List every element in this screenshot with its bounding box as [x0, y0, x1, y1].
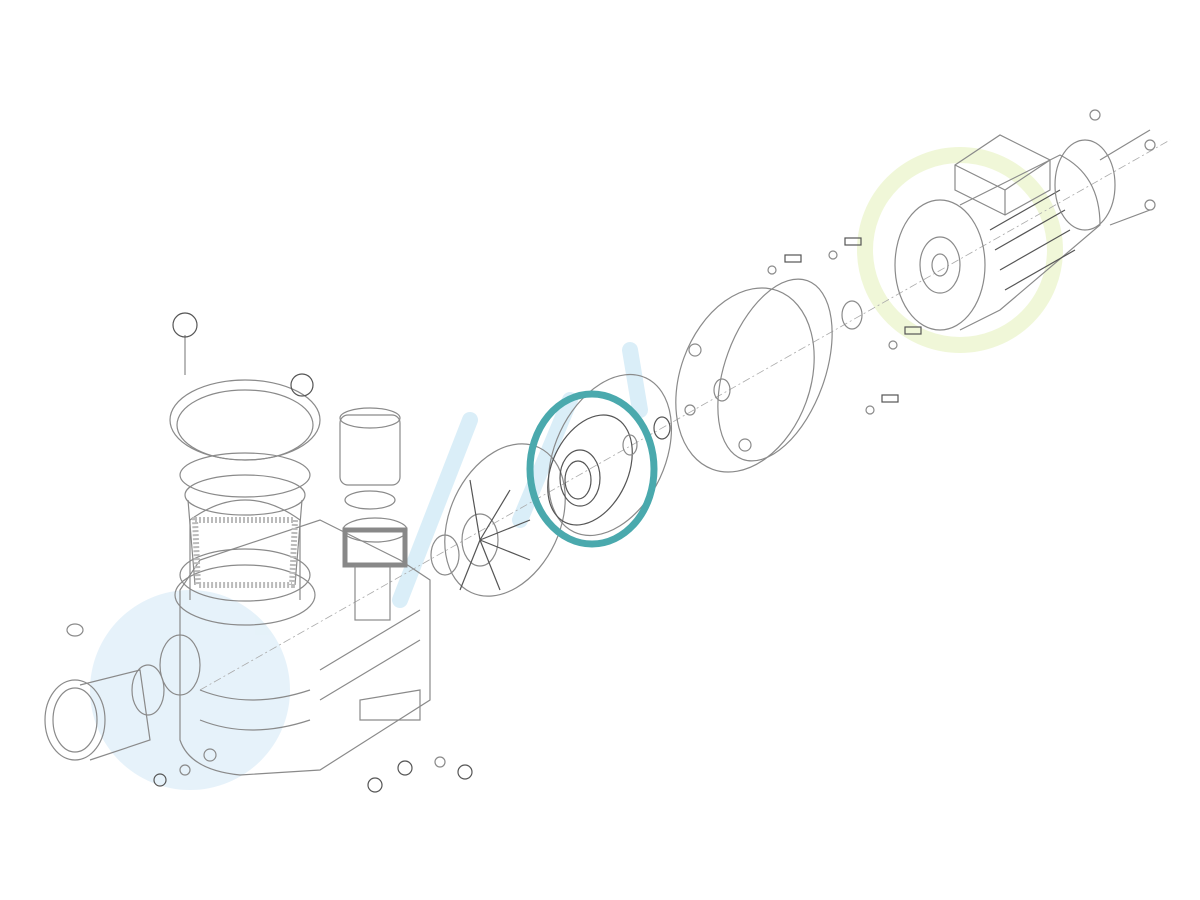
watermark-logo [90, 147, 1063, 790]
impeller [444, 443, 566, 597]
inlet-union [44, 623, 201, 761]
seal-plate [675, 278, 833, 473]
fasteners [153, 109, 1156, 793]
outlet-union [339, 407, 408, 621]
slinger-washer [841, 300, 863, 330]
strainer-lid [169, 312, 321, 498]
diffuser-part [547, 373, 673, 537]
strainer-basket [184, 474, 306, 588]
mechanical-seal [653, 416, 671, 440]
highlight-ring [526, 390, 658, 548]
shaft-axis [199, 139, 1171, 691]
electric-motor [894, 129, 1151, 331]
